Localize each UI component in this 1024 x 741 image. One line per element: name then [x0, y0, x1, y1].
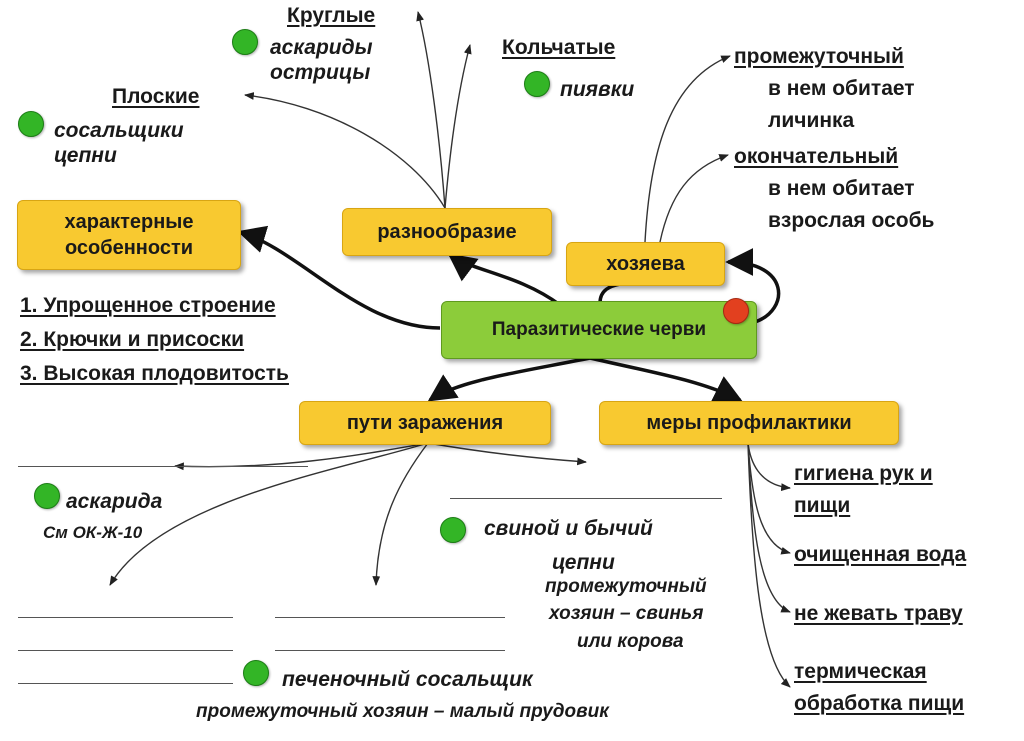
fluke-title: печеночный сосальщик	[282, 668, 533, 691]
tapeworm-line1: цепни	[552, 551, 615, 574]
blank-line	[18, 650, 233, 651]
diversity-node: разнообразие	[342, 208, 552, 256]
flat-worms-line1: сосальщики	[54, 119, 184, 142]
prevention-item-line2: обработка пищи	[794, 692, 965, 715]
feature-item: 2. Крючки и присоски	[20, 328, 245, 351]
green-dot-icon	[243, 660, 269, 686]
blank-line	[450, 498, 722, 499]
final-host-line1: в нем обитает	[768, 177, 915, 200]
tapeworm-line3: хозяин – свинья	[549, 603, 704, 624]
ascarid-title: аскарида	[66, 490, 163, 513]
center-label: Паразитические черви	[491, 319, 707, 340]
green-dot-icon	[34, 483, 60, 509]
intermediate-host-title: промежуточный	[734, 45, 904, 68]
hosts-node: хозяева	[566, 242, 725, 286]
blank-line	[275, 650, 505, 651]
prevention-item-line1: гигиена рук и	[794, 462, 933, 485]
prevention-item-line1: очищенная вода	[794, 543, 967, 566]
feature-item: 3. Высокая плодовитость	[20, 362, 289, 385]
red-dot-icon	[723, 298, 749, 324]
prevention-item-line2: пищи	[794, 494, 851, 517]
green-dot-icon	[18, 111, 44, 137]
round-worms-line1: аскариды	[270, 36, 373, 59]
features-label-line2: особенности	[64, 237, 194, 259]
blank-line	[18, 466, 308, 467]
annelid-worms-line1: пиявки	[560, 78, 635, 101]
green-dot-icon	[524, 71, 550, 97]
intermediate-host-line2: личинка	[768, 109, 855, 132]
prevention-node: меры профилактики	[599, 401, 899, 445]
infection-node: пути заражения	[299, 401, 551, 445]
round-worms-line2: острицы	[270, 61, 371, 84]
diversity-label: разнообразие	[377, 220, 517, 243]
prevention-item-line1: не жевать траву	[794, 602, 963, 625]
annelid-worms-title: Кольчатые	[502, 36, 616, 59]
features-label-line1: характерные	[64, 211, 194, 233]
hosts-label: хозяева	[606, 252, 685, 275]
flat-worms-title: Плоские	[112, 85, 200, 108]
tapeworm-line2: промежуточный	[545, 576, 707, 597]
center-node: Паразитические черви	[441, 301, 757, 359]
blank-line	[18, 683, 233, 684]
prevention-item-line1: термическая	[794, 660, 927, 683]
ascarid-ref: См ОК-Ж-10	[43, 523, 143, 542]
round-worms-title: Круглые	[287, 4, 376, 27]
intermediate-host-line1: в нем обитает	[768, 77, 915, 100]
tapeworm-title: свиной и бычий	[484, 517, 653, 540]
tapeworm-line4: или корова	[577, 631, 684, 652]
green-dot-icon	[440, 517, 466, 543]
green-dot-icon	[232, 29, 258, 55]
fluke-line1: промежуточный хозяин – малый прудовик	[196, 701, 609, 722]
infection-label: пути заражения	[346, 411, 504, 434]
final-host-title: окончательный	[734, 145, 899, 168]
final-host-line2: взрослая особь	[768, 209, 935, 232]
feature-item: 1. Упрощенное строение	[20, 294, 276, 317]
blank-line	[275, 617, 505, 618]
features-node: характерные особенности	[17, 200, 241, 270]
prevention-label: меры профилактики	[646, 411, 852, 434]
blank-line	[18, 617, 233, 618]
flat-worms-line2: цепни	[54, 144, 117, 167]
